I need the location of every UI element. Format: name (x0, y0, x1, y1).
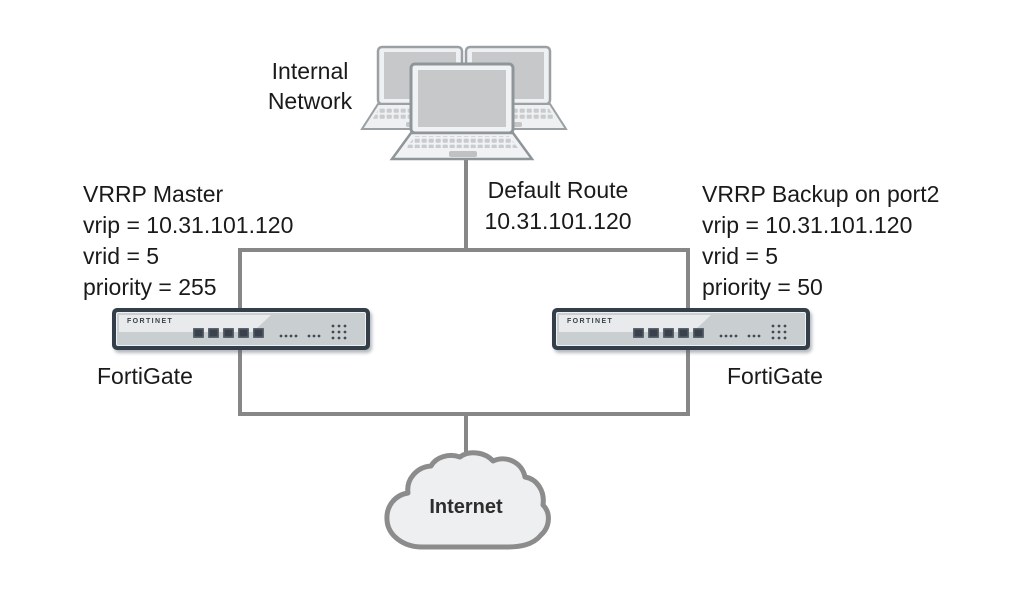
ethernet-port-icon (678, 328, 689, 338)
internet-label: Internet (429, 496, 503, 518)
vrrp-master-priority: priority = 255 (83, 274, 217, 300)
internal-network-label: Internal Network (228, 56, 392, 116)
ethernet-port-icon (238, 328, 249, 338)
laptop-cluster-icon (360, 45, 568, 161)
ethernet-port-icon (633, 328, 644, 338)
vrrp-master-title: VRRP Master (83, 181, 224, 207)
internal-network-line1: Internal (271, 58, 349, 84)
led-dots-icon (719, 324, 787, 340)
default-route-line1: Default Route (487, 177, 629, 203)
ethernet-ports (633, 328, 704, 338)
fortigate-right-label: FortiGate (727, 363, 823, 389)
fortigate-left-chassis: FORTINET (116, 312, 366, 346)
fortigate-right-device: FORTINET (552, 308, 810, 350)
led-dots-icon (279, 324, 347, 340)
ethernet-port-icon (253, 328, 264, 338)
fortinet-logo-plate: FORTINET (559, 315, 711, 332)
ethernet-port-icon (663, 328, 674, 338)
fortinet-logo-plate: FORTINET (119, 315, 271, 332)
vrrp-master-config-label: VRRP Master vrip = 10.31.101.120 vrid = … (83, 179, 293, 303)
fortinet-brand-text: FORTINET (127, 318, 174, 325)
ethernet-port-icon (223, 328, 234, 338)
internal-network-line2: Network (267, 88, 353, 114)
ethernet-port-icon (193, 328, 204, 338)
vrrp-backup-config-label: VRRP Backup on port2 vrip = 10.31.101.12… (702, 179, 939, 303)
laptop-icon (389, 62, 535, 161)
ethernet-port-icon (648, 328, 659, 338)
vrrp-backup-vrip: vrip = 10.31.101.120 (702, 212, 913, 238)
default-route-line2: 10.31.101.120 (484, 208, 632, 234)
fortigate-right-chassis: FORTINET (556, 312, 806, 346)
vrrp-backup-priority: priority = 50 (702, 274, 823, 300)
ethernet-port-icon (208, 328, 219, 338)
fortinet-brand-text: FORTINET (567, 318, 614, 325)
default-route-label: Default Route 10.31.101.120 (462, 175, 654, 237)
ethernet-ports (193, 328, 264, 338)
fortigate-left-device: FORTINET (112, 308, 370, 350)
vrrp-backup-vrid: vrid = 5 (702, 243, 779, 269)
vrrp-master-vrid: vrid = 5 (83, 243, 160, 269)
ethernet-port-icon (693, 328, 704, 338)
vrrp-master-vrip: vrip = 10.31.101.120 (83, 212, 294, 238)
vrrp-backup-title: VRRP Backup on port2 (702, 181, 940, 207)
internet-cloud-icon: Internet (384, 450, 551, 550)
cloud-shape (384, 450, 551, 550)
fortigate-left-label: FortiGate (97, 363, 193, 389)
